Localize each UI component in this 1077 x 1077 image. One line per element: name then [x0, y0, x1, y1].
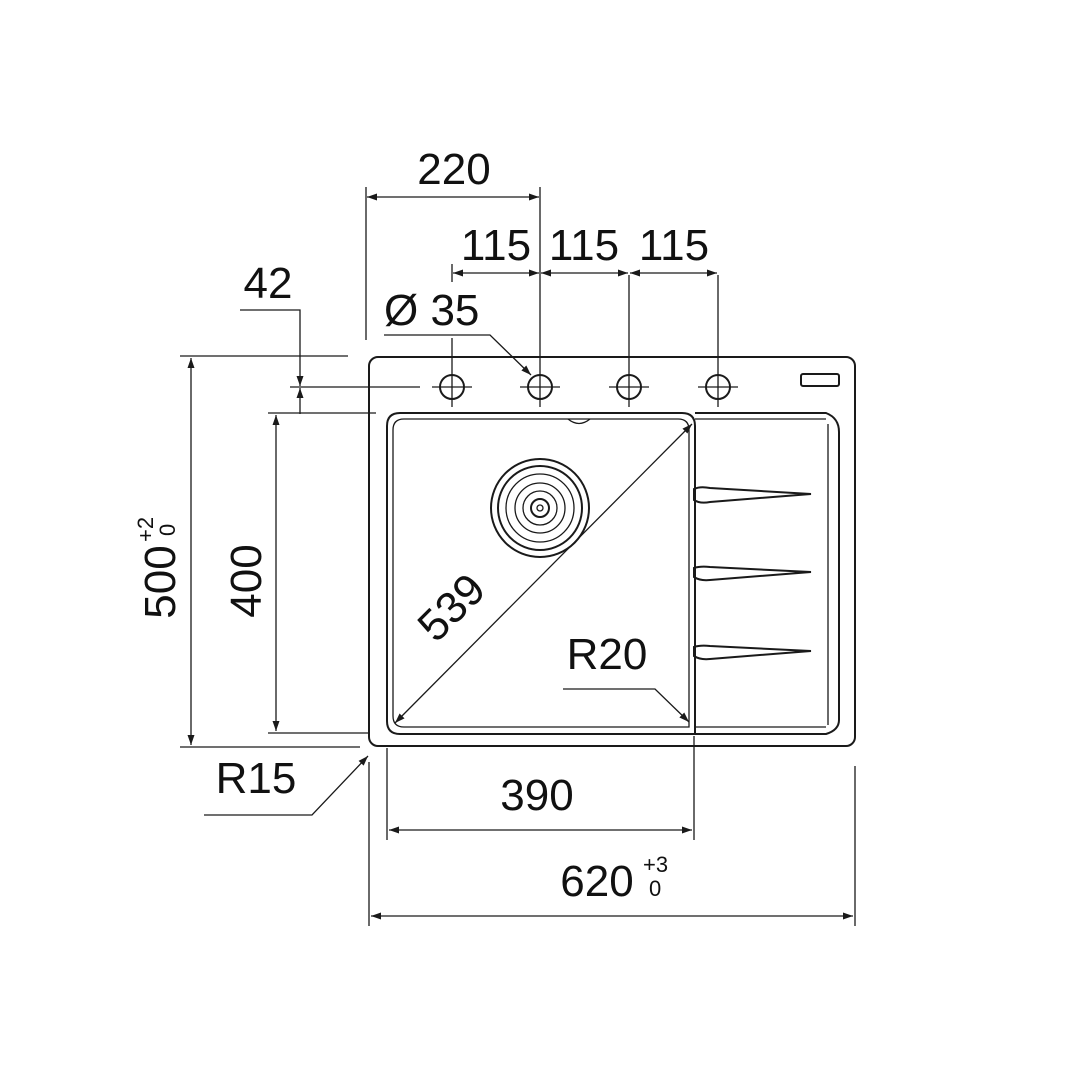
- drainer-groove-2: [693, 565, 812, 582]
- dimension-tol-500-lower: 0: [155, 524, 180, 536]
- tap-hole-4: [698, 275, 738, 407]
- dimension-400: 400: [222, 415, 370, 734]
- bowl-outer-rim: [386, 412, 696, 735]
- bowl-inner-rim: [392, 418, 690, 728]
- dimension-r20: R20: [563, 630, 690, 723]
- dimension-tol-620-lower: 0: [649, 876, 661, 901]
- bowl: [386, 412, 696, 735]
- dimension-label-620: 620: [560, 857, 633, 906]
- dimension-label-539: 539: [408, 564, 495, 651]
- overflow-notch: [567, 418, 591, 425]
- dimension-115-row: 115 115 115: [451, 221, 717, 282]
- dimension-label-115-1: 115: [461, 221, 531, 270]
- drainer-groove-3: [693, 644, 812, 661]
- dimension-label-390: 390: [500, 771, 573, 820]
- dimension-620: 620 +3 0: [368, 762, 856, 926]
- drainer-groove-1: [693, 486, 812, 504]
- dimension-tol-500-upper: +2: [133, 517, 158, 542]
- tap-hole-3: [609, 275, 649, 407]
- drainer: [693, 412, 840, 735]
- dimension-tol-620-upper: +3: [643, 852, 668, 877]
- drainer-edge: [695, 412, 840, 735]
- dimension-label-42: 42: [244, 259, 293, 308]
- dimension-label-220: 220: [417, 145, 490, 194]
- sink-outer-edge: [368, 356, 856, 747]
- dimension-label-115-2: 115: [549, 221, 619, 270]
- sink-outline: [368, 356, 856, 747]
- dimension-label-r15: R15: [216, 754, 297, 803]
- dimension-label-400: 400: [222, 544, 271, 617]
- dimension-220: 220: [365, 145, 541, 340]
- dimension-500: 500 +2 0: [133, 355, 360, 748]
- dimension-42: 42: [240, 259, 420, 414]
- dimension-label-115-3: 115: [639, 221, 709, 270]
- tap-hole-2: [520, 338, 560, 407]
- dimension-label-diameter: Ø 35: [384, 286, 479, 335]
- tap-hole-1: [432, 338, 472, 407]
- dimension-diameter-35: Ø 35: [384, 286, 532, 376]
- dimension-label-500: 500: [136, 545, 185, 618]
- dimension-539: 539: [394, 423, 693, 724]
- overflow-slot: [800, 373, 840, 387]
- dimension-r15: R15: [204, 754, 369, 816]
- tap-holes: [432, 275, 738, 407]
- dimension-390: 390: [386, 736, 695, 840]
- dimension-label-r20: R20: [567, 630, 648, 679]
